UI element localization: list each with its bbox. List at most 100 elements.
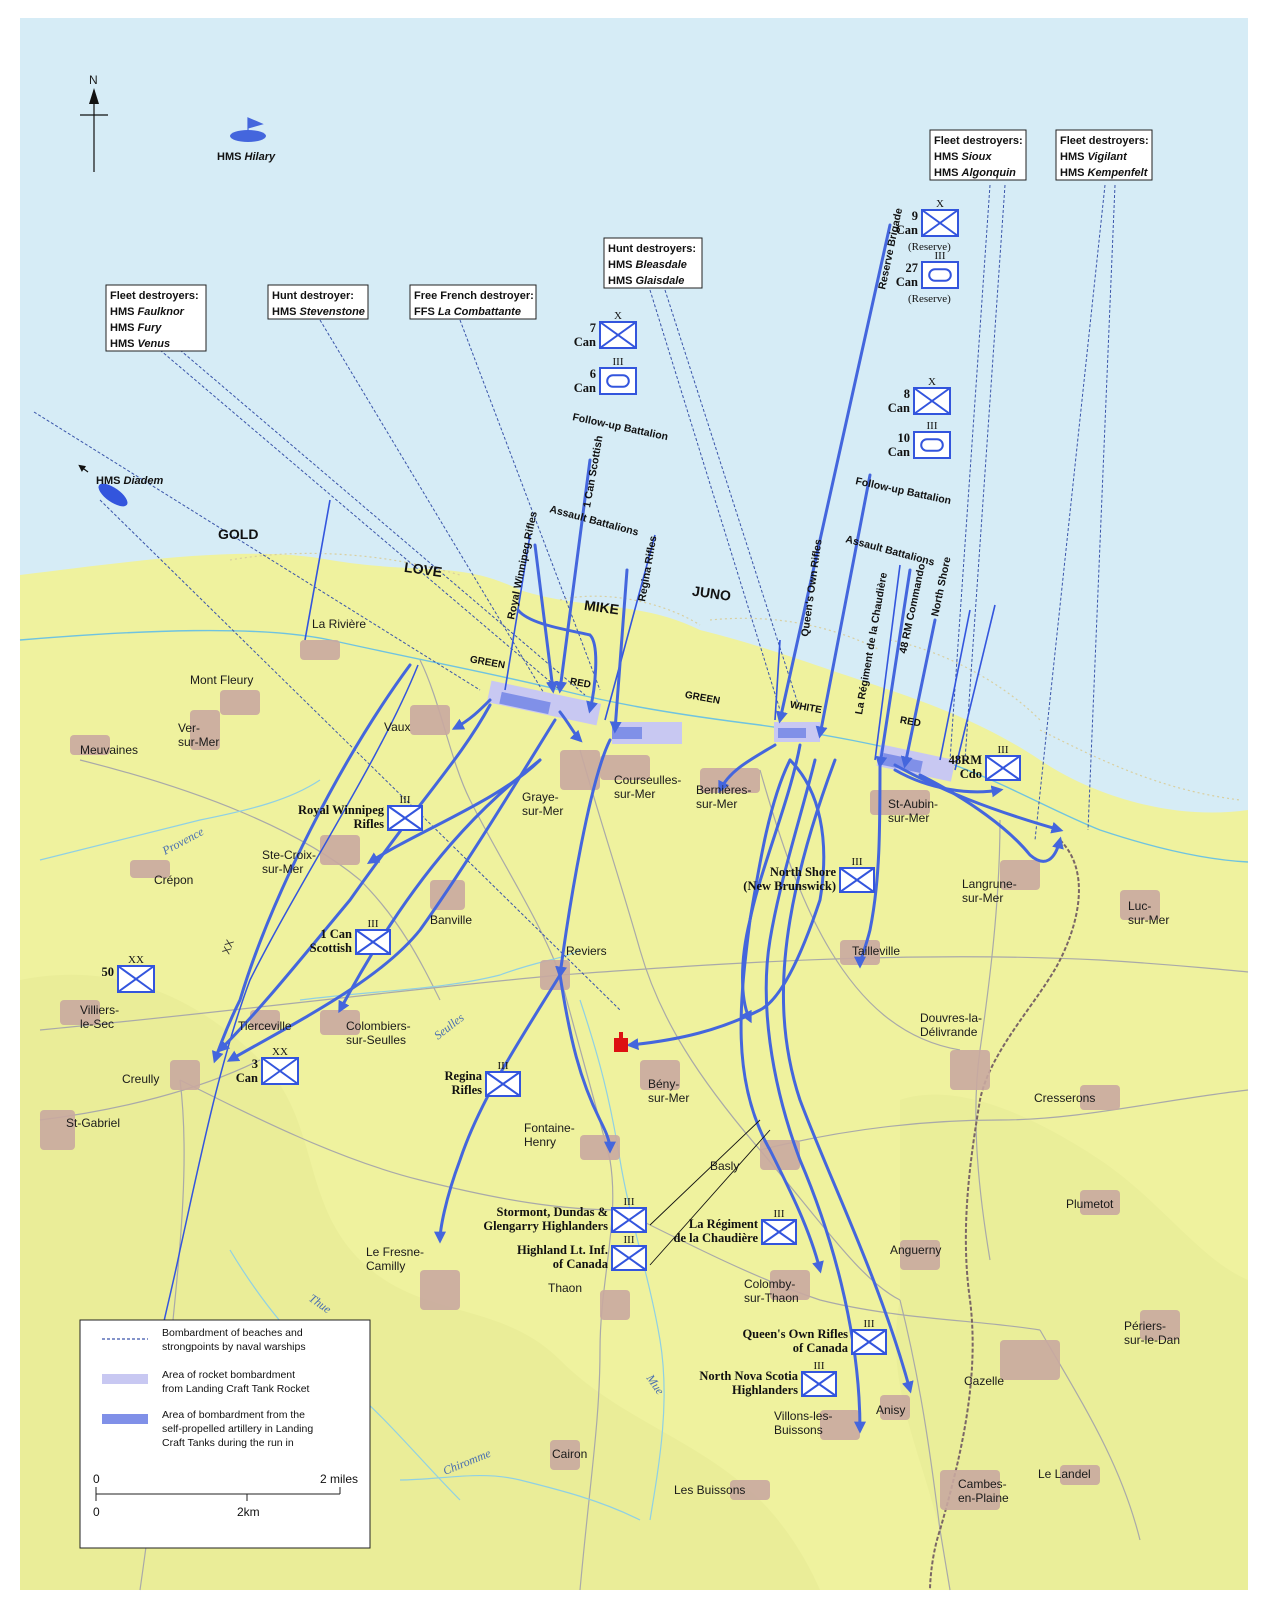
unit-arrows [211,223,1064,1434]
boundary-label: XX [221,938,238,957]
svg-text:1 Can: 1 Can [320,927,352,941]
svg-text:of Canada: of Canada [553,1257,609,1271]
svg-text:III: III [498,1060,509,1072]
svg-text:10: 10 [898,431,911,445]
svg-text:Hunt destroyers:: Hunt destroyers: [608,243,696,255]
svg-text:Fleet destroyers:: Fleet destroyers: [1060,135,1149,147]
svg-text:III: III [624,1196,635,1208]
svg-text:III: III [927,420,938,432]
svg-text:(Reserve): (Reserve) [908,241,951,253]
scale-km: 2km [237,1505,260,1519]
town-versurmer: Ver-sur-Mer [178,721,219,749]
svg-text:Royal Winnipeg: Royal Winnipeg [298,803,385,817]
compass-north-label: N [89,73,98,87]
sector-gold: GOLD [218,526,258,542]
scale-zero-top: 0 [93,1472,100,1486]
svg-text:50: 50 [102,965,115,979]
town-courseulles: Courseulles-sur-Mer [614,773,681,801]
svg-text:Hunt destroyer:: Hunt destroyer: [272,290,354,302]
hms-hilary: HMS Hilary [217,117,276,163]
beach-red-2: RED [899,715,922,730]
sector-juno: JUNO [691,583,732,604]
svg-text:3: 3 [252,1057,258,1071]
svg-text:III: III [814,1360,825,1372]
svg-text:HMS Vigilant: HMS Vigilant [1060,151,1128,163]
compass: N [80,73,108,172]
town-stecroix: Ste-Croix-sur-Mer [262,848,316,876]
svg-text:III: III [400,794,411,806]
town-meuvaines: Meuvaines [80,743,138,757]
town-lesbuissons: Les Buissons [674,1483,745,1497]
town-banville: Banville [430,913,472,927]
town-anguerny: Anguerny [890,1243,941,1257]
svg-text:III: III [613,356,624,368]
svg-text:Can: Can [574,381,596,395]
svg-text:North Nova Scotia: North Nova Scotia [699,1369,798,1383]
town-graye: Graye-sur-Mer [522,790,563,818]
svg-text:of Canada: of Canada [793,1341,849,1355]
town-cazelle: Cazelle [964,1374,1004,1388]
svg-text:XX: XX [128,954,144,966]
svg-text:Can: Can [574,335,596,349]
svg-text:Can: Can [896,275,918,289]
sector-love: LOVE [403,559,443,580]
svg-text:(Reserve): (Reserve) [908,293,951,305]
town-vaux: Vaux [384,720,410,734]
svg-text:III: III [935,250,946,262]
svg-text:X: X [614,310,622,322]
town-beny: Bény-sur-Mer [648,1077,689,1105]
town-cairon: Cairon [552,1447,587,1461]
town-thaon: Thaon [548,1281,582,1295]
town-cresserons: Cresserons [1034,1091,1095,1105]
svg-text:Can: Can [888,445,910,459]
hq-flag [619,1032,623,1040]
svg-text:Free French destroyer:: Free French destroyer: [414,290,534,302]
svg-text:Rifles: Rifles [451,1083,482,1097]
svg-text:HMS Kempenfelt: HMS Kempenfelt [1060,167,1149,179]
unit-u_hli: III Highland Lt. Inf.of Canada [517,1234,647,1271]
svg-text:HMS Stevenstone: HMS Stevenstone [272,306,365,318]
svg-text:III: III [864,1318,875,1330]
scale-zero-bottom: 0 [93,1505,100,1519]
town-bernieres: Bernières-sur-Mer [696,783,751,811]
coastline [19,629,1249,863]
dunes [229,552,1241,801]
svg-text:X: X [928,376,936,388]
svg-text:Fleet destroyers:: Fleet destroyers: [110,290,199,302]
town-tierceville: Tierceville [238,1019,292,1033]
svg-text:III: III [624,1234,635,1246]
svg-text:III: III [368,918,379,930]
svg-text:III: III [852,856,863,868]
town-creully: Creully [122,1072,159,1086]
town-lucsurmer: Luc-sur-Mer [1128,899,1169,927]
town-villiers: Villiers-le-Sec [80,1003,119,1031]
town-cambes: Cambes-en-Plaine [958,1477,1009,1505]
town-colomby: Colomby-sur-Thaon [744,1277,799,1305]
svg-text:Can: Can [888,401,910,415]
svg-text:Highland Lt. Inf.: Highland Lt. Inf. [517,1243,608,1257]
formation-symbols: X7CanIII6CanX9Can(Reserve)III27Can(Reser… [102,198,959,1085]
town-lefresne: Le Fresne-Camilly [366,1245,424,1273]
svg-text:Rifles: Rifles [353,817,384,831]
svg-text:Can: Can [896,223,918,237]
svg-text:HMS Diadem: HMS Diadem [96,475,163,487]
